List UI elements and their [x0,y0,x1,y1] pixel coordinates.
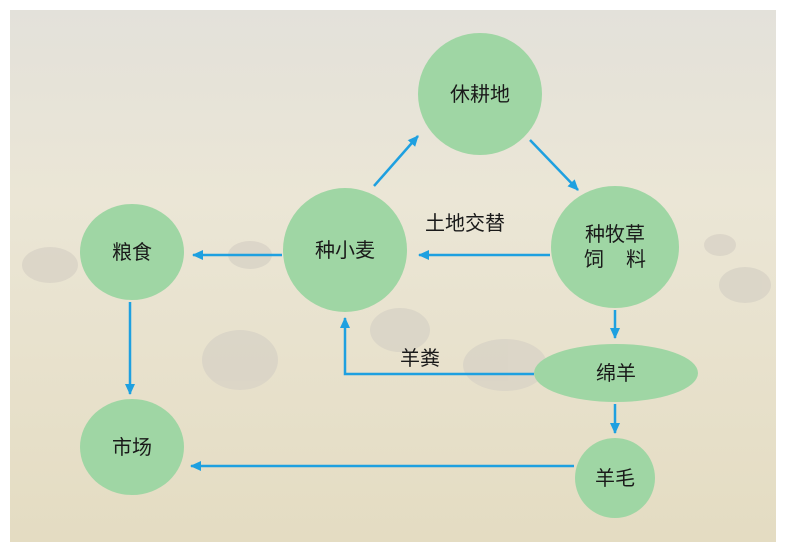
node-forage-label-line2: 饲料 [584,247,668,271]
edge-label-land-rotation: 土地交替 [425,211,505,235]
arrow-sheep-to-wheat [340,317,534,376]
node-market: 市场 [80,399,184,495]
node-wool: 羊毛 [575,438,655,518]
arrow-fallow-to-forage [529,139,579,191]
node-forage-label-line1: 种牧草 [585,222,645,246]
node-forage: 种牧草 饲料 [551,186,679,308]
node-sheep: 绵羊 [534,344,698,402]
node-fallow-land-label: 休耕地 [450,81,510,106]
sheep-silhouette [463,339,547,391]
edge-label-manure: 羊粪 [400,346,440,370]
sheep-silhouette [719,267,771,303]
node-wool-label: 羊毛 [595,465,635,490]
sheep-silhouette [22,247,78,283]
node-market-label: 市场 [112,434,152,459]
sheep-silhouettes [22,234,771,391]
sheep-silhouette [202,330,278,390]
node-grain-label: 粮食 [112,239,152,264]
node-wheat-label: 种小麦 [315,237,375,262]
node-wheat: 种小麦 [283,188,407,312]
sheep-silhouette [704,234,736,256]
node-sheep-label: 绵羊 [596,360,636,385]
node-fallow-land: 休耕地 [418,33,542,155]
arrow-wheat-to-fallow [373,135,419,187]
sheep-silhouette [370,308,430,352]
node-grain: 粮食 [80,204,184,300]
